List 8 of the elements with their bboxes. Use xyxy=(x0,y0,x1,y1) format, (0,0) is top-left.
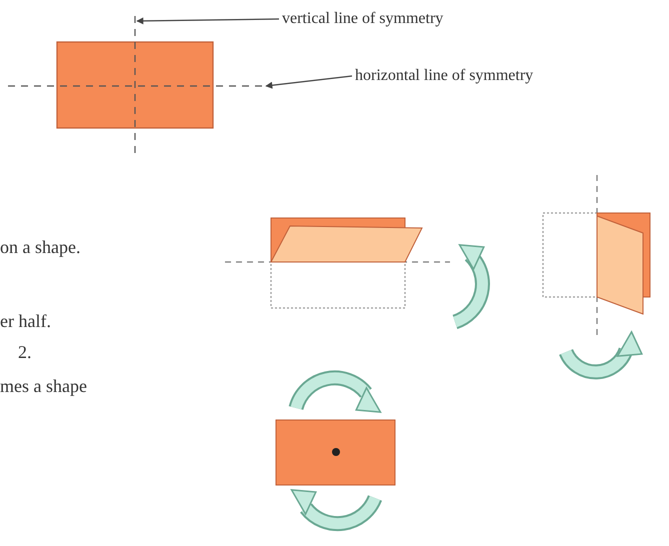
callout-text: vertical line of symmetry xyxy=(282,9,444,29)
callout-text: horizontal line of symmetry xyxy=(355,66,534,86)
text-fragment: mes a shape xyxy=(0,375,87,397)
text-fragment: er half. xyxy=(0,310,51,332)
text-fragment: 2. xyxy=(18,341,32,363)
leader-line xyxy=(265,75,352,89)
leader-line xyxy=(136,17,279,24)
text-fragment: on a shape. xyxy=(0,236,80,258)
